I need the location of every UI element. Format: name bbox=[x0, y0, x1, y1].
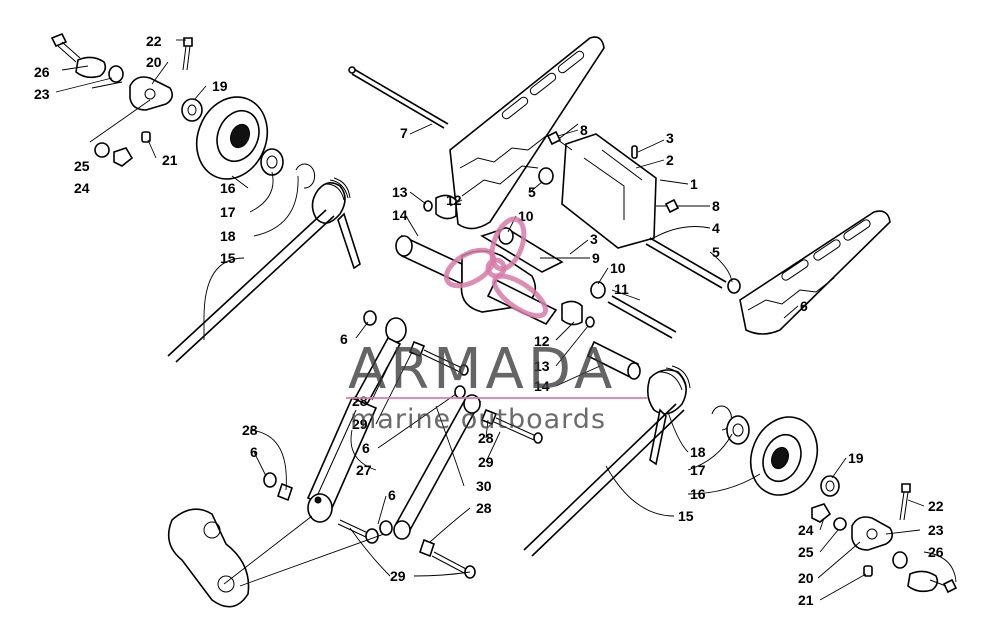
callout: 18 bbox=[220, 228, 236, 244]
callout: 5 bbox=[528, 184, 536, 200]
link-hardware bbox=[263, 310, 543, 579]
callout: 14 bbox=[392, 207, 408, 223]
callout: 23 bbox=[34, 86, 50, 102]
front-right-slide-rail bbox=[739, 210, 891, 335]
callout: 6 bbox=[388, 487, 396, 503]
callout: 8 bbox=[712, 198, 720, 214]
callout: 26 bbox=[928, 544, 944, 560]
callout: 25 bbox=[74, 158, 90, 174]
callout: 20 bbox=[798, 570, 814, 586]
shock-absorber bbox=[306, 317, 407, 523]
callout: 1 bbox=[690, 176, 698, 192]
rear-left-slide-rail bbox=[449, 36, 605, 230]
callout: 6 bbox=[250, 444, 258, 460]
callout: 22 bbox=[146, 33, 162, 49]
watermark-tagline: marine outboards bbox=[350, 404, 606, 435]
callout: 17 bbox=[220, 204, 236, 220]
callout: 28 bbox=[478, 430, 494, 446]
callout: 20 bbox=[146, 54, 162, 70]
callout: 16 bbox=[690, 486, 706, 502]
callout: 24 bbox=[798, 522, 814, 538]
upper-left-torsion-spring bbox=[167, 177, 361, 363]
armada-logo-icon bbox=[443, 216, 549, 319]
callout: 23 bbox=[928, 522, 944, 538]
lower-left-mount-bracket bbox=[167, 508, 385, 608]
callout: 14 bbox=[534, 378, 550, 394]
leader-lines bbox=[55, 39, 957, 601]
callout: 29 bbox=[352, 416, 368, 432]
callout: 15 bbox=[678, 508, 694, 524]
callout: 29 bbox=[478, 454, 494, 470]
callout: 3 bbox=[590, 231, 598, 247]
callout: 18 bbox=[690, 444, 706, 460]
lower-right-torsion-spring bbox=[523, 365, 691, 557]
callout-labels: 26 22 20 23 19 25 24 21 16 17 18 15 7 8 … bbox=[34, 33, 944, 608]
callout: 6 bbox=[362, 440, 370, 456]
callout: 5 bbox=[712, 244, 720, 260]
callout: 21 bbox=[162, 152, 178, 168]
callout: 30 bbox=[476, 478, 492, 494]
callout: 11 bbox=[614, 281, 629, 297]
upper-bracket-assembly bbox=[538, 130, 741, 294]
callout: 26 bbox=[34, 64, 50, 80]
lower-right-idler-wheel bbox=[711, 405, 840, 497]
callout: 13 bbox=[534, 358, 550, 374]
callout: 19 bbox=[212, 78, 228, 94]
callout: 22 bbox=[928, 498, 944, 514]
control-link-30 bbox=[393, 394, 482, 540]
callout: 12 bbox=[534, 333, 550, 349]
callout: 17 bbox=[690, 462, 706, 478]
upper-left-idler-wheel bbox=[195, 96, 316, 189]
callout: 16 bbox=[220, 180, 236, 196]
callout: 21 bbox=[798, 592, 814, 608]
callout: 29 bbox=[390, 568, 406, 584]
callout: 15 bbox=[220, 250, 236, 266]
callout: 10 bbox=[610, 260, 626, 276]
callout: 28 bbox=[476, 500, 492, 516]
callout: 12 bbox=[446, 192, 462, 208]
armada-watermark: ARMADA marine outboards bbox=[346, 216, 648, 435]
callout: 13 bbox=[392, 184, 408, 200]
callout: 24 bbox=[74, 180, 90, 196]
callout: 6 bbox=[800, 298, 808, 314]
callout: 7 bbox=[400, 125, 408, 141]
callout: 27 bbox=[356, 462, 372, 478]
callout: 2 bbox=[666, 152, 674, 168]
callout: 6 bbox=[340, 331, 348, 347]
callout: 25 bbox=[798, 544, 814, 560]
cross-rod-7 bbox=[348, 66, 449, 129]
watermark-brand: ARMADA bbox=[348, 337, 616, 402]
callout: 19 bbox=[848, 450, 864, 466]
callout: 28 bbox=[242, 422, 258, 438]
callout: 8 bbox=[580, 122, 588, 138]
callout: 3 bbox=[666, 130, 674, 146]
upper-left-arm-hardware bbox=[50, 32, 203, 167]
callout: 4 bbox=[712, 220, 720, 236]
callout: 9 bbox=[592, 250, 600, 266]
lower-right-arm-hardware bbox=[811, 483, 958, 594]
